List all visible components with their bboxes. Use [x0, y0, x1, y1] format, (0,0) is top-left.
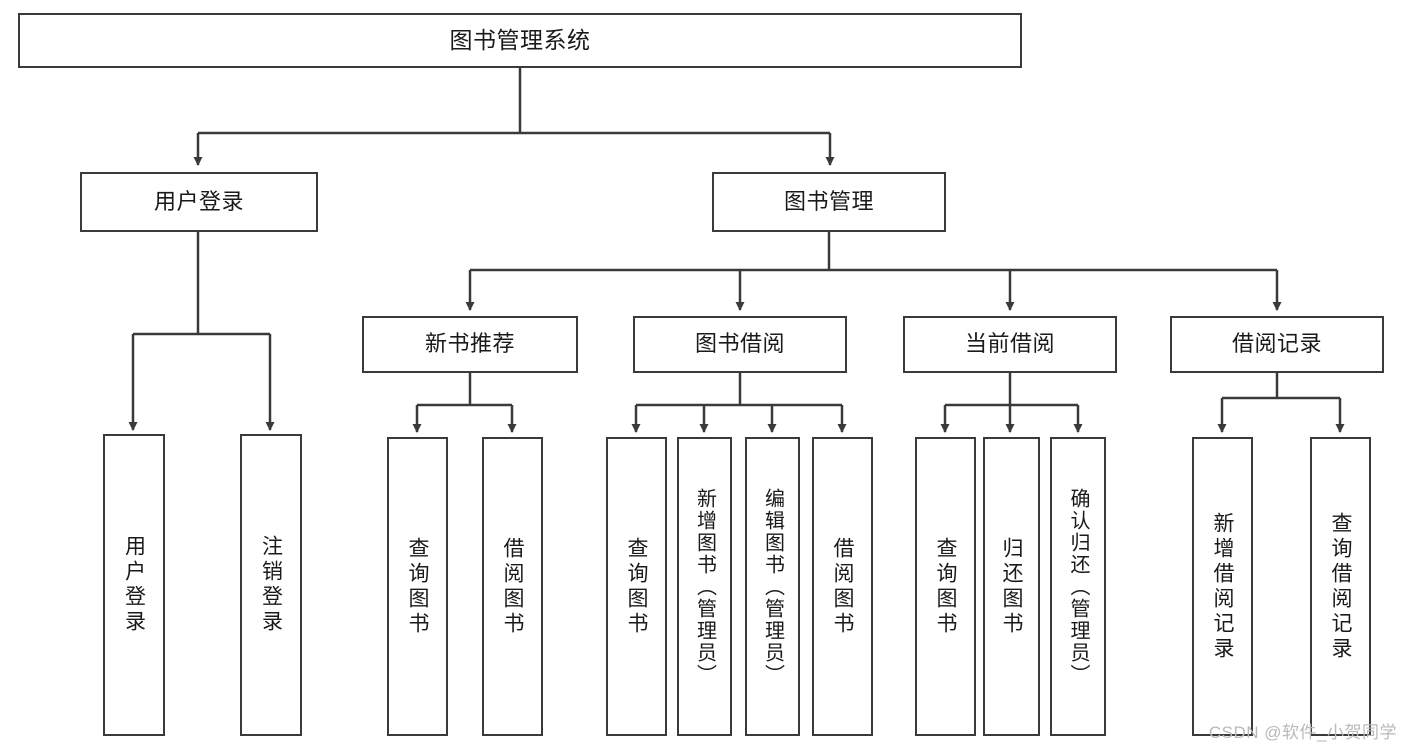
- node-book-management[interactable]: 图书管理: [712, 172, 946, 232]
- leaf-borrow-add-book-admin[interactable]: 新增图书（管理员）: [677, 437, 732, 736]
- node-borrow-record[interactable]: 借阅记录: [1170, 316, 1384, 373]
- node-current-borrow[interactable]: 当前借阅: [903, 316, 1117, 373]
- node-label: 查询借阅记录: [1329, 511, 1352, 662]
- node-label: 新增图书（管理员）: [693, 487, 716, 686]
- node-user-login[interactable]: 用户登录: [80, 172, 318, 232]
- node-label: 查询图书: [625, 536, 648, 637]
- leaf-current-return-book[interactable]: 归还图书: [983, 437, 1040, 736]
- leaf-user-logout[interactable]: 注销登录: [240, 434, 302, 736]
- leaf-borrow-edit-book-admin[interactable]: 编辑图书（管理员）: [745, 437, 800, 736]
- leaf-borrow-query-book[interactable]: 查询图书: [606, 437, 667, 736]
- node-label: 注销登录: [259, 535, 283, 635]
- node-label: 新书推荐: [424, 331, 515, 357]
- leaf-borrow-borrow-book[interactable]: 借阅图书: [812, 437, 873, 736]
- node-label: 编辑图书（管理员）: [761, 487, 784, 686]
- leaf-current-query-book[interactable]: 查询图书: [915, 437, 976, 736]
- leaf-current-confirm-return-admin[interactable]: 确认归还（管理员）: [1050, 437, 1106, 736]
- node-label: 确认归还（管理员）: [1067, 487, 1089, 686]
- leaf-recommend-query-book[interactable]: 查询图书: [387, 437, 448, 736]
- node-new-book-recommend[interactable]: 新书推荐: [362, 316, 578, 373]
- node-label: 查询图书: [406, 536, 429, 637]
- node-label: 归还图书: [1000, 536, 1023, 637]
- node-label: 图书借阅: [694, 331, 785, 357]
- node-label: 查询图书: [934, 536, 957, 637]
- node-label: 用户登录: [153, 188, 244, 214]
- leaf-recommend-borrow-book[interactable]: 借阅图书: [482, 437, 543, 736]
- leaf-record-add-record[interactable]: 新增借阅记录: [1192, 437, 1253, 736]
- leaf-record-query-record[interactable]: 查询借阅记录: [1310, 437, 1371, 736]
- node-label: 借阅图书: [501, 536, 524, 637]
- node-label: 借阅记录: [1231, 331, 1322, 357]
- node-label: 图书管理: [783, 188, 874, 214]
- node-label: 用户登录: [122, 535, 146, 635]
- node-label: 图书管理系统: [449, 26, 591, 53]
- leaf-user-login[interactable]: 用户登录: [103, 434, 165, 736]
- node-book-borrow[interactable]: 图书借阅: [633, 316, 847, 373]
- node-root-system[interactable]: 图书管理系统: [18, 13, 1022, 68]
- node-label: 新增借阅记录: [1211, 511, 1234, 662]
- node-label: 借阅图书: [831, 536, 854, 637]
- node-label: 当前借阅: [964, 331, 1055, 357]
